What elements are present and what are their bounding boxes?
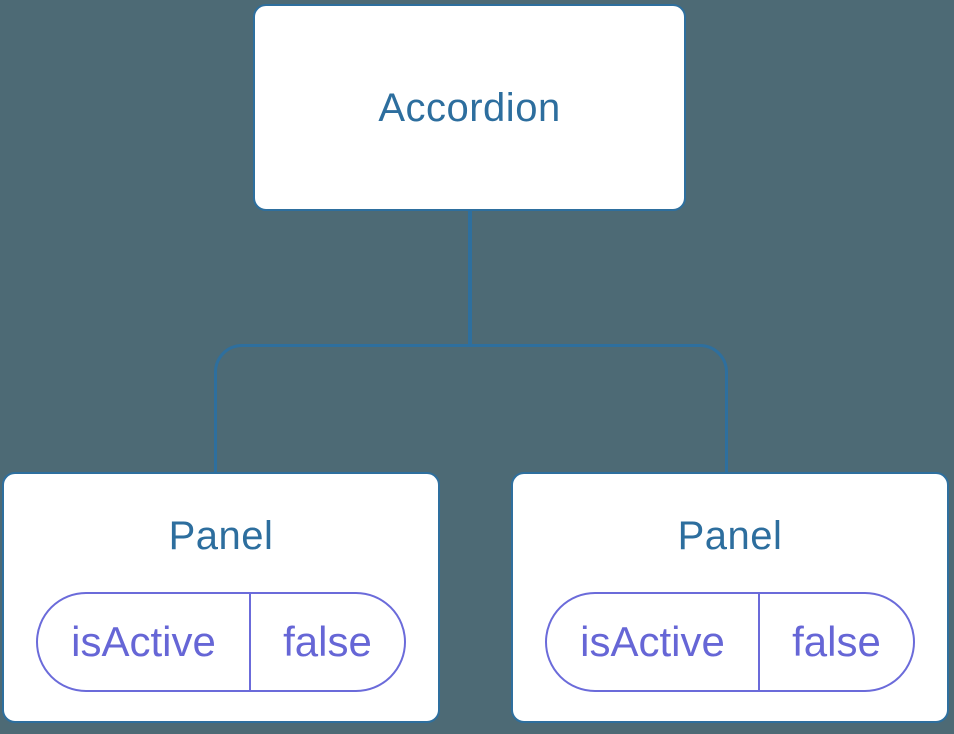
accordion-label: Accordion <box>378 85 561 130</box>
state-key-left: isActive <box>38 594 251 690</box>
connector-stem <box>468 211 472 345</box>
state-key-right: isActive <box>547 594 760 690</box>
panel-left-label: Panel <box>168 514 274 558</box>
state-value-right: false <box>792 618 881 665</box>
connector-branch <box>214 344 728 472</box>
panel-right-label: Panel <box>677 514 783 558</box>
component-box-panel-right: Panel isActive false <box>511 472 949 723</box>
state-pill-right: isActive false <box>545 592 915 692</box>
state-pill-left: isActive false <box>36 592 406 692</box>
state-value-left: false <box>283 618 372 665</box>
component-box-panel-left: Panel isActive false <box>2 472 440 723</box>
component-box-accordion: Accordion <box>253 4 686 211</box>
